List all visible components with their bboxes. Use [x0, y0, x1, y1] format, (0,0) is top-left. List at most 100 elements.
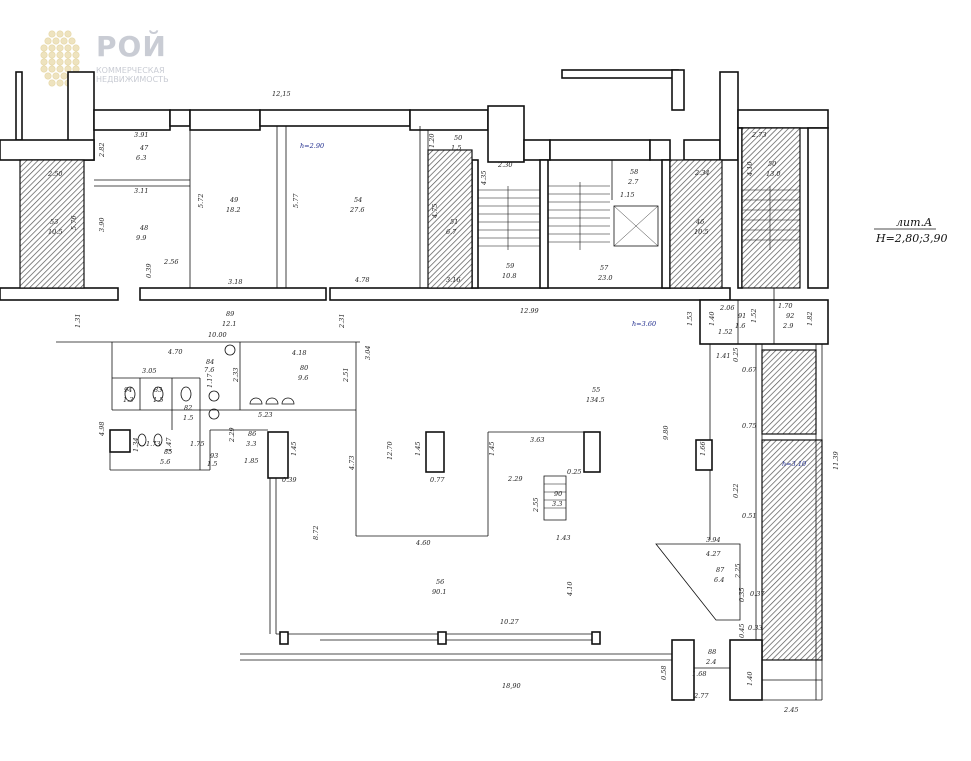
- dim-label: 3.90: [98, 218, 106, 232]
- dim-label: 1.31: [74, 314, 82, 328]
- room-number: 80: [300, 364, 308, 372]
- dim-label: 5.76: [70, 216, 78, 230]
- wall-segment: [549, 139, 651, 161]
- wall-segment: [93, 109, 171, 131]
- room-number: 47: [139, 144, 149, 152]
- room-area: 2.9: [782, 322, 793, 330]
- toilet-icon: [124, 386, 136, 402]
- dim-label: 1.43: [556, 534, 570, 542]
- wall-segment: [683, 139, 721, 161]
- room-87-outline: [655, 543, 741, 621]
- room-area: 6.7: [446, 228, 457, 236]
- room-number: 46: [695, 218, 704, 226]
- room-area: 1.5: [183, 414, 193, 422]
- room-number: 56: [436, 578, 444, 586]
- wall-segment: [561, 69, 679, 79]
- wall-segment: [699, 299, 829, 345]
- dim-label: 3.11: [134, 187, 148, 195]
- legend-height: Н=2,80;3,90: [875, 232, 948, 245]
- dim-label: 3.04: [364, 346, 372, 360]
- washbasin-icon: [265, 397, 279, 405]
- dim-label: 0.39: [145, 264, 153, 278]
- dim-label: 1.20: [428, 134, 436, 148]
- dim-label: 3.91: [134, 131, 148, 139]
- dim-label: 1.66: [699, 442, 707, 456]
- dim-label: 1.53: [686, 312, 694, 326]
- dim-label: 1.15: [620, 191, 634, 199]
- dim-label: 1.45: [414, 442, 422, 456]
- dim-label: 0.25: [567, 468, 581, 476]
- room-number: 48: [139, 224, 148, 232]
- logo-subtitle-line2: НЕДВИЖИМОСТЬ: [96, 75, 169, 84]
- toilet-icon: [152, 386, 164, 402]
- toilet-icon: [180, 386, 192, 402]
- wall-segment: [695, 439, 713, 471]
- room-number: 49: [229, 196, 238, 204]
- dim-label: 5.72: [197, 194, 205, 208]
- dim-label: 11.39: [832, 451, 840, 470]
- dim-label: 2.45: [783, 706, 798, 714]
- dim-label: 2.29: [228, 428, 236, 443]
- room-number: 53: [50, 218, 58, 226]
- room-area: 7.6: [204, 366, 214, 374]
- dim-label: 1.41: [716, 352, 730, 360]
- wall-segment: [487, 105, 525, 163]
- dim-label: 1.52: [718, 328, 732, 336]
- room-number: 57: [600, 264, 609, 272]
- room-area: 3.3: [552, 500, 562, 508]
- dim-label: 10.00: [208, 331, 227, 339]
- wall-segment: [661, 159, 671, 289]
- room-number: 91: [738, 312, 746, 320]
- dim-label: 2.73: [751, 131, 766, 139]
- shaft-hatched: [669, 159, 723, 289]
- room-area: 3.3: [246, 440, 256, 448]
- wall-segment: [591, 631, 601, 645]
- sink-icon: [224, 344, 236, 356]
- height-label: h=2.90: [300, 142, 324, 150]
- shaft-hatched: [741, 127, 801, 289]
- logo-honeycomb-icon: [40, 30, 80, 87]
- dim-label: 4.60: [415, 539, 430, 547]
- wall-segment: [0, 287, 119, 301]
- dim-label: 2.29: [507, 475, 522, 483]
- wall-segment: [329, 287, 731, 301]
- wall-segment: [189, 109, 261, 131]
- room-number: 50: [768, 160, 776, 168]
- dim-label: 2.31: [338, 314, 346, 329]
- dim-label: 4.35: [480, 171, 488, 186]
- dim-label: 0.35: [738, 588, 746, 602]
- dim-label: 1.45: [290, 442, 298, 456]
- room-area: 1.5: [451, 144, 461, 152]
- shaft-hatched: [761, 349, 817, 435]
- wall-segment: [671, 69, 685, 111]
- dim-label: 4.98: [98, 422, 106, 437]
- dim-label: 1.70: [778, 302, 792, 310]
- logo-subtitle-line1: КОММЕРЧЕСКАЯ: [96, 66, 165, 75]
- room-area: 1.6: [735, 322, 745, 330]
- room-number: 89: [226, 310, 234, 318]
- room-area: 2.7: [627, 178, 639, 186]
- stair-90-outline: [543, 475, 567, 521]
- dim-label: 12.99: [520, 307, 539, 315]
- room-area: 12.1: [222, 320, 236, 328]
- room-area: 134.5: [586, 396, 605, 404]
- room-area: 1.3: [123, 396, 133, 404]
- dim-label: 0.67: [742, 366, 757, 374]
- dim-label: 4.27: [705, 550, 721, 558]
- wall-segment: [267, 431, 289, 479]
- wall-segment: [437, 631, 447, 645]
- wall-segment: [0, 139, 95, 161]
- dim-label: 12,15: [272, 90, 291, 98]
- room-area: 6.4: [714, 576, 724, 584]
- legend-lit: лит.А: [896, 216, 932, 229]
- room-number: 90: [554, 490, 562, 498]
- room-area: 10.5: [694, 228, 708, 236]
- dim-label: 2.06: [719, 304, 734, 312]
- dim-label: 0.33: [748, 624, 762, 632]
- dim-label: 2.77: [693, 692, 709, 700]
- dim-label: 1.34: [132, 438, 140, 452]
- dimension-labels: 12,15 3.91 2.82 3.11 3.90 5.72 5.77 3.18…: [47, 90, 840, 714]
- dim-label: 2.51: [342, 368, 350, 383]
